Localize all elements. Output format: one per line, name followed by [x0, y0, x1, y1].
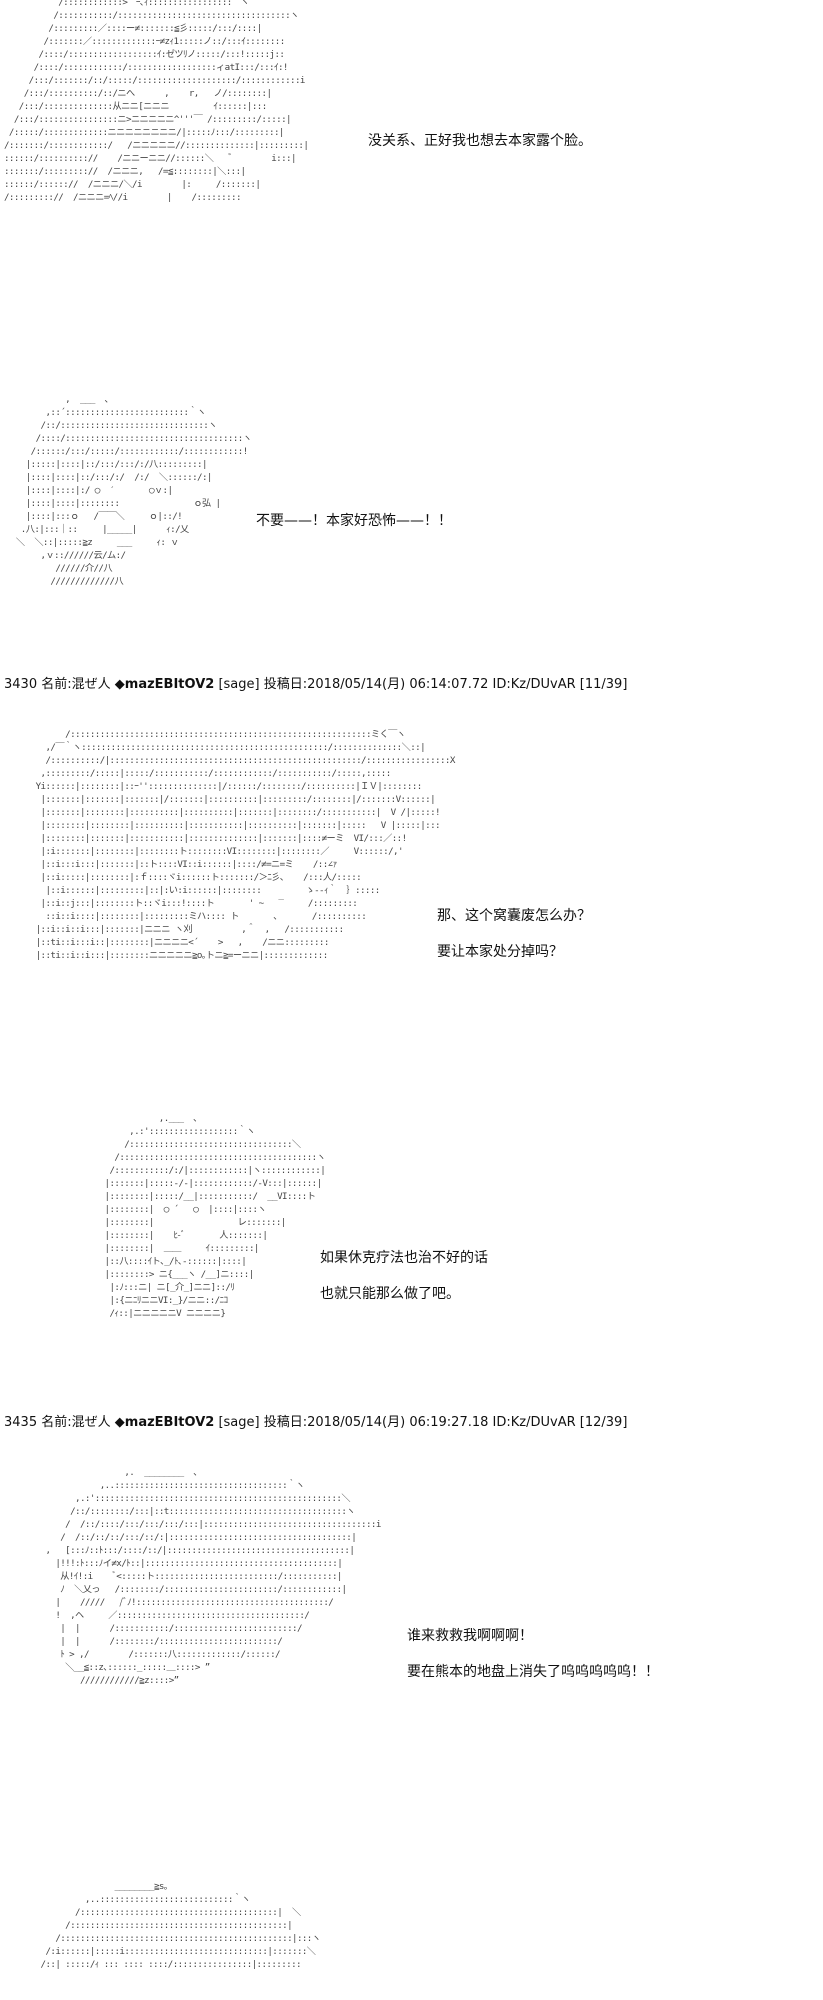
post-date: 2018/05/14(月) 06:19:27.18 [307, 1415, 489, 1430]
sage-tag: [sage] [218, 677, 260, 692]
dialogue-line: 不要——！本家好恐怖——！！ [256, 513, 452, 529]
dialogue-line: 也就只能那么做了吧。 [320, 1286, 460, 1302]
ascii-art-figure: ,. ________ ､ ,..:::::::::::::::::::::::… [45, 1467, 381, 1686]
sage-tag: [sage] [218, 1415, 260, 1430]
ascii-art-figure: ________≧s｡ ,..:::::::::::::::::::::::::… [40, 1881, 321, 1970]
poster-trip: ◆mazEBItOV2 [114, 677, 215, 692]
dialogue-line: 没关系、正好我也想去本家露个脸。 [368, 133, 592, 149]
dialogue-line: 那、这个窝囊废怎么办？ [437, 908, 591, 924]
name-label: 名前: [41, 1415, 72, 1430]
dialogue-line: 谁来救救我啊啊啊！ [407, 1628, 533, 1644]
dialogue-line: 如果休克疗法也治不好的话 [320, 1250, 488, 1266]
poster-trip: ◆mazEBItOV2 [114, 1415, 215, 1430]
post-id: ID:Kz/DUvAR [492, 677, 576, 692]
date-label: 投稿日: [263, 1415, 308, 1430]
ascii-art-figure: , ___ ､ ,::´:::::::::::::::::::::::::｀ヽ … [15, 394, 252, 587]
post-count: [12/39] [579, 1415, 628, 1430]
post-count: [11/39] [579, 677, 628, 692]
name-label: 名前: [41, 677, 72, 692]
post-id: ID:Kz/DUvAR [492, 1415, 576, 1430]
ascii-art-figure: /::::::::::::>｀ｰ､ｨ:::::::::::::::::｀ヽ /:… [4, 0, 309, 203]
dialogue-line: 要让本家处分掉吗？ [437, 944, 563, 960]
post-header: 3435 名前:混ぜ人 ◆mazEBItOV2 [sage] 投稿日:2018/… [4, 1411, 627, 1430]
post-date: 2018/05/14(月) 06:14:07.72 [307, 677, 489, 692]
date-label: 投稿日: [263, 677, 308, 692]
ascii-art-figure: /:::::::::::::::::::::::::::::::::::::::… [35, 729, 456, 961]
poster-name: 混ぜ人 [71, 677, 111, 692]
post-header: 3430 名前:混ぜ人 ◆mazEBItOV2 [sage] 投稿日:2018/… [4, 673, 627, 692]
post-number: 3435 [4, 1415, 38, 1430]
post-number: 3430 [4, 677, 38, 692]
poster-name: 混ぜ人 [71, 1415, 111, 1430]
ascii-art-figure: ,.___ ､ ,.:'::::::::::::::::::｀ヽ /::::::… [104, 1113, 326, 1319]
dialogue-line: 要在熊本的地盘上消失了呜呜呜呜呜！！ [407, 1664, 659, 1680]
